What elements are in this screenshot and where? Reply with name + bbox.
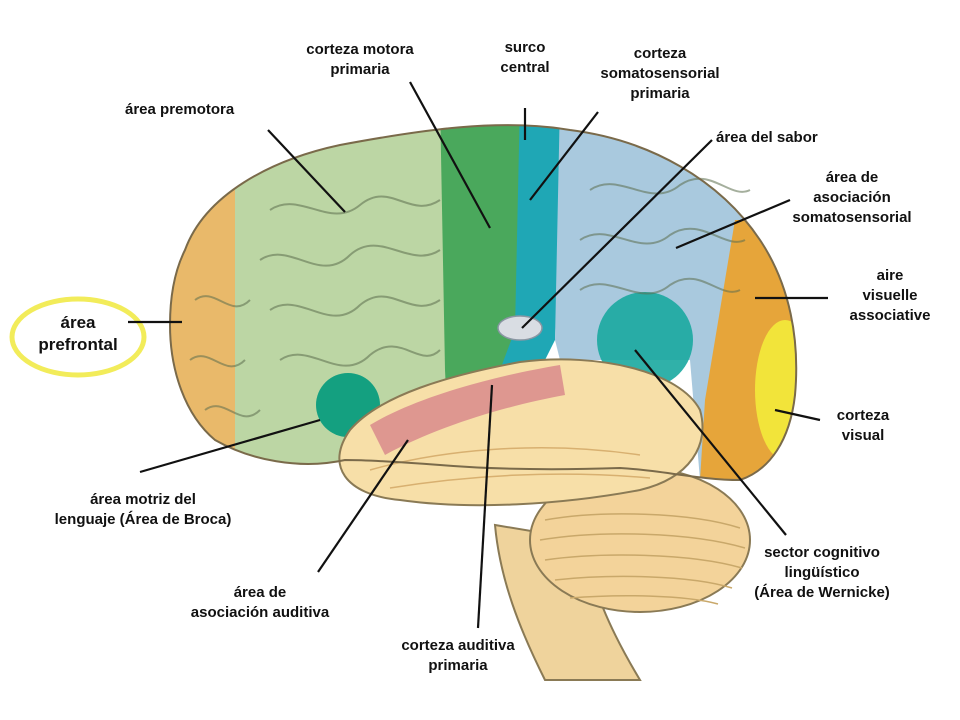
leader-primary-motor — [409, 81, 491, 229]
leader-somatosensory — [529, 111, 599, 201]
prefrontal-highlight-ring — [9, 296, 147, 378]
cerebellum-folds — [539, 513, 746, 605]
label-auditory-association: área de asociación auditiva — [190, 584, 330, 621]
leader-visual-cortex — [774, 408, 821, 422]
label-primary-motor: corteza motora primaria — [306, 41, 414, 78]
label-primary-somatosensory: corteza somatosensorial primaria — [600, 45, 720, 102]
label-central-sulcus: surco central — [500, 39, 550, 76]
leader-broca — [139, 418, 321, 474]
label-broca: área motriz del lenguaje (Área de Broca) — [54, 491, 232, 528]
leader-taste — [521, 139, 713, 329]
label-visual-association: aire visuelle associative — [849, 267, 931, 324]
label-primary-auditory: corteza auditiva primaria — [401, 637, 515, 674]
leader-premotor — [267, 129, 346, 213]
label-prefrontal: área prefrontal — [38, 313, 118, 354]
taste-area — [497, 315, 543, 341]
leader-auditory-association — [317, 439, 409, 573]
label-taste: área del sabor — [716, 129, 818, 146]
label-visual-cortex: corteza visual — [836, 407, 890, 444]
label-wernicke: sector cognitivo lingüístico (Área de We… — [754, 544, 890, 601]
label-somatosensory-association: área de asociación somatosensorial — [792, 169, 912, 226]
label-premotor: área premotora — [125, 101, 235, 118]
leader-wernicke — [634, 349, 787, 536]
leader-lines — [128, 81, 828, 629]
leader-primary-auditory — [476, 384, 494, 629]
leader-somato-association — [675, 198, 791, 250]
auditory-band — [370, 365, 565, 455]
gyri-texture — [189, 177, 751, 418]
